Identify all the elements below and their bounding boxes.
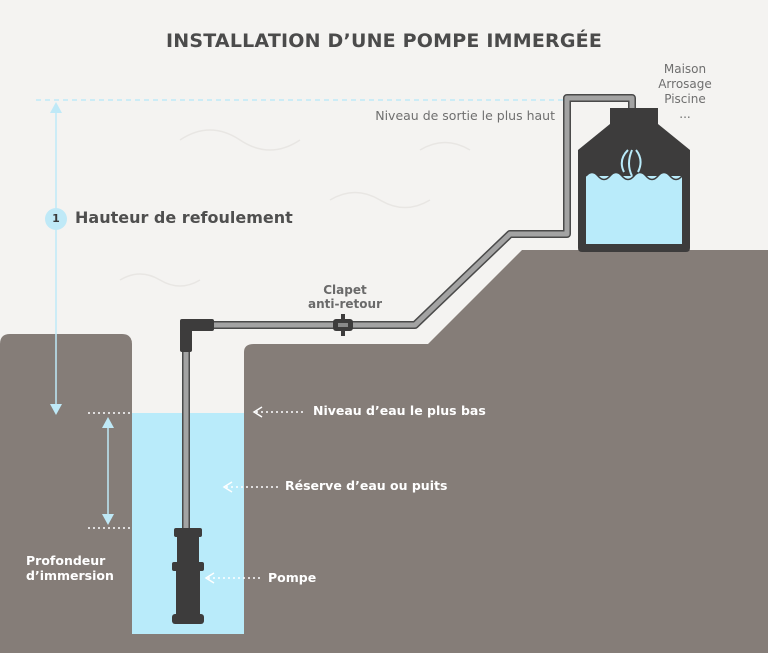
page-title: INSTALLATION D’UNE POMPE IMMERGÉE <box>165 30 603 52</box>
reservoir-label: Réserve d’eau ou puits <box>285 478 448 493</box>
check-valve-label: Clapet anti-retour <box>300 283 390 311</box>
immersion-depth-label: Profondeur d’immersion <box>26 553 126 583</box>
immersion-depth-label-line2: d’immersion <box>26 568 114 583</box>
destination-item: Arrosage <box>658 77 712 91</box>
water-level-lines <box>88 412 130 529</box>
tank-icon <box>578 108 690 252</box>
check-valve-label-line2: anti-retour <box>308 297 382 311</box>
ground-left <box>0 334 132 653</box>
pipe-fittings <box>180 319 214 352</box>
ground-right <box>244 250 768 653</box>
pipe <box>182 94 636 530</box>
head-number-badge: 1 <box>45 208 67 230</box>
destination-list: Maison Arrosage Piscine ... <box>640 62 730 122</box>
check-valve-label-line1: Clapet <box>323 283 367 297</box>
destination-item: ... <box>679 107 691 121</box>
destination-item: Maison <box>663 62 707 76</box>
check-valve-icon <box>333 314 353 336</box>
ground-bottom-strip <box>132 634 244 653</box>
pointer-arrows <box>204 406 306 584</box>
background-texture <box>119 129 471 287</box>
head-guide <box>36 99 628 415</box>
lowest-water-level-label: Niveau d’eau le plus bas <box>313 403 486 418</box>
immersion-depth-arrow <box>102 417 114 525</box>
pump-label: Pompe <box>268 570 317 585</box>
immersion-depth-label-line1: Profondeur <box>26 553 106 568</box>
pump-icon <box>172 528 204 624</box>
outlet-level-label: Niveau de sortie le plus haut <box>375 108 555 123</box>
destination-item: Piscine <box>664 92 706 106</box>
delivery-head-label: Hauteur de refoulement <box>75 208 293 227</box>
